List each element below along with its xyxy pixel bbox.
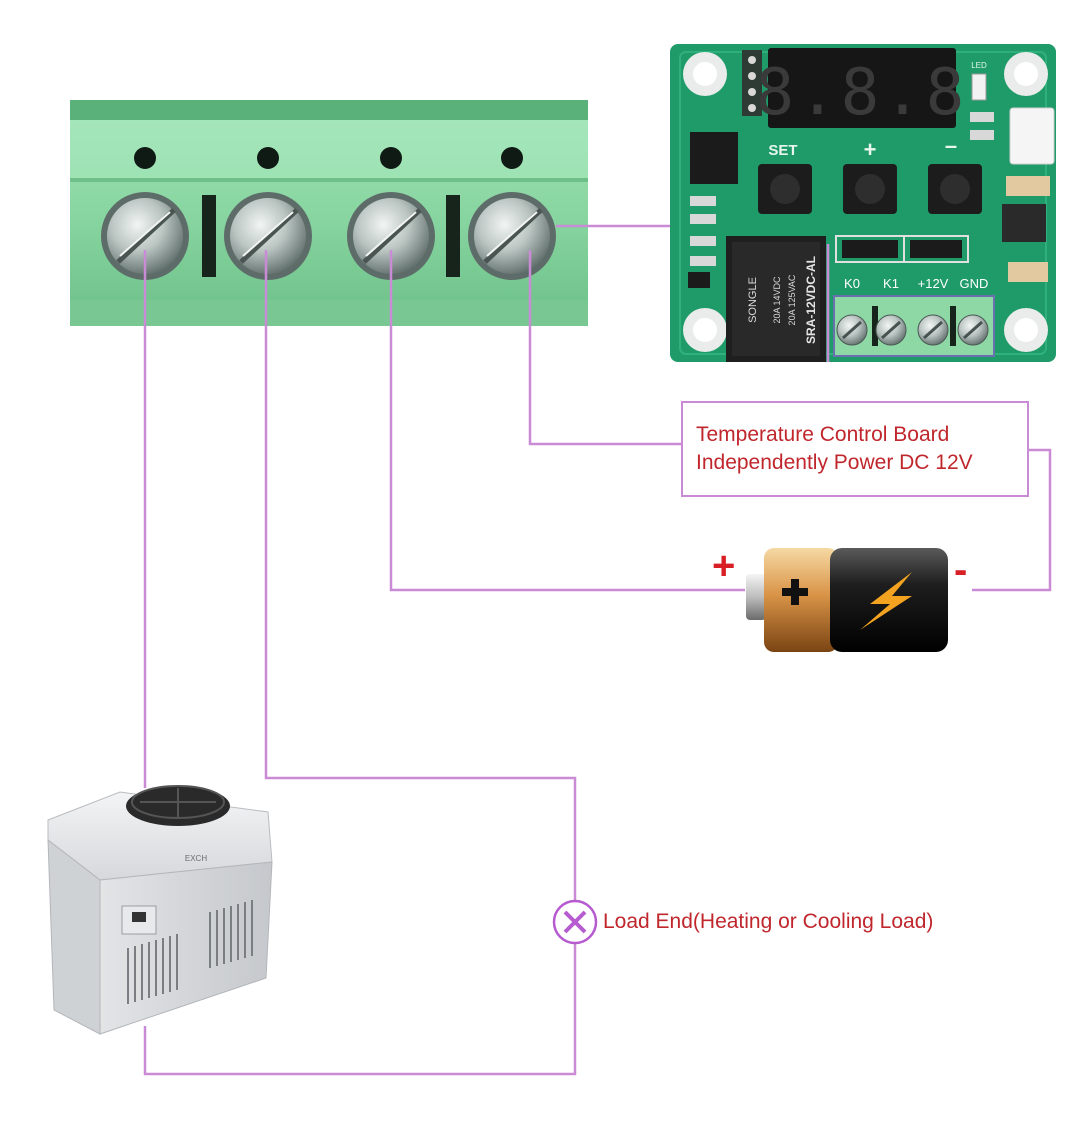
terminal-divider [446, 195, 460, 277]
terminal-label-gnd: GND [960, 276, 989, 291]
wire-terminal3-to-battery-plus [389, 250, 745, 592]
battery-gold [764, 548, 838, 652]
display-digits: 8.8.8 [756, 56, 969, 130]
status-led [971, 73, 987, 101]
board-terminal-block [833, 295, 995, 357]
terminal-hole [257, 147, 279, 169]
cooler-brand: EXCH [185, 854, 207, 863]
terminal-block [70, 100, 588, 326]
wire-terminal2-to-load [264, 250, 577, 902]
terminal-label-k1: K1 [883, 276, 899, 291]
controller-board: 8.8.8 LED SET + – SONGLE 20A 14VDC 20A 1… [670, 44, 1056, 362]
terminal-hole [501, 147, 523, 169]
wire-battery-minus-to-powerbox [972, 448, 1052, 592]
terminal-screw-2 [224, 192, 312, 280]
cooler-unit: EXCH [47, 785, 273, 1035]
terminal-label-k0: K0 [844, 276, 860, 291]
relay-rating-1: 20A 14VDC [772, 276, 782, 324]
power-label-line2: Independently Power DC 12V [696, 451, 973, 474]
terminal-hole [134, 147, 156, 169]
set-label: SET [768, 142, 797, 159]
regulator [1002, 204, 1046, 242]
mounting-hole [683, 52, 727, 96]
power-label-box [681, 401, 1029, 497]
battery-plus-sign: + [712, 544, 736, 588]
mounting-hole [1004, 308, 1048, 352]
sensor-connector [1009, 107, 1055, 165]
terminal-screw-4 [468, 192, 556, 280]
cooler-front-panel [99, 861, 273, 1035]
minus-button [928, 164, 982, 214]
plus-label: + [864, 137, 877, 162]
terminal-hole [380, 147, 402, 169]
set-button [758, 164, 812, 214]
terminal-label-12v: +12V [918, 276, 949, 291]
terminal-screw-1 [101, 192, 189, 280]
mounting-hole [683, 308, 727, 352]
relay-rating-2: 20A 125VAC [787, 274, 797, 325]
battery-cap [746, 574, 766, 620]
seven-segment-display [768, 48, 956, 128]
power-label-line1: Temperature Control Board [696, 423, 950, 446]
relay-brand: SONGLE [747, 277, 759, 323]
terminal-screw-3 [347, 192, 435, 280]
wire-load-to-cooler [143, 942, 577, 1076]
cooler-vents [127, 900, 253, 1004]
lightning-icon [860, 572, 912, 630]
microcontroller-chip [690, 132, 738, 184]
relay: SONGLE 20A 14VDC 20A 125VAC SRA-12VDC-AL [726, 236, 826, 362]
led-label: LED [971, 61, 987, 70]
minus-label: – [945, 133, 957, 158]
plus-button [843, 164, 897, 214]
wire-terminal4-to-powerbox [528, 250, 682, 446]
mounting-hole [1004, 52, 1048, 96]
terminal-divider [202, 195, 216, 277]
battery [746, 548, 948, 652]
load-switch-icon [552, 899, 598, 945]
pin-header [742, 50, 762, 116]
relay-model: SRA-12VDC-AL [804, 256, 818, 344]
battery-minus-sign: - [954, 548, 968, 592]
load-end-label: Load End(Heating or Cooling Load) [603, 910, 934, 933]
